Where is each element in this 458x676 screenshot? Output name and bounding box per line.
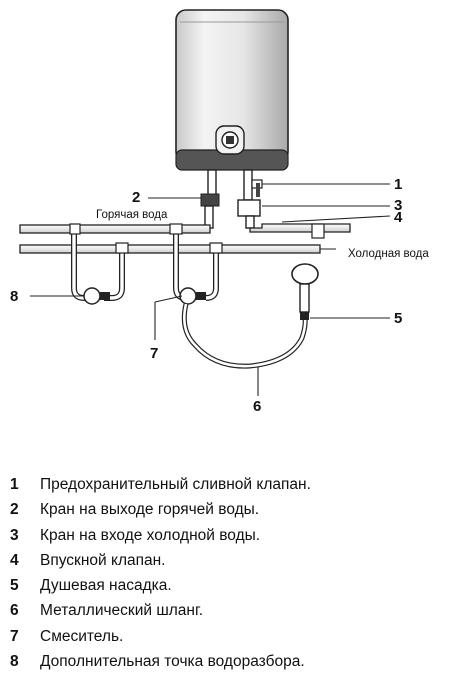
legend-number: 1 xyxy=(10,476,19,493)
callout-2: 2 xyxy=(132,189,140,206)
hot-water-caption: Горячая вода xyxy=(96,209,168,221)
additional-tap-assembly xyxy=(69,223,129,305)
legend-number: 2 xyxy=(10,501,19,519)
water-heater-diagram: Горячая вода Холодная вода 1 2 3 4 5 6 7… xyxy=(10,9,429,415)
legend-item: 3 Кран на входе холодной воды. xyxy=(10,523,450,548)
legend-text: Металлический шланг. xyxy=(40,602,204,620)
hot-water-pipe xyxy=(19,224,211,234)
legend-item: 5 Душевая насадка. xyxy=(10,573,450,598)
legend-number: 7 xyxy=(10,627,19,645)
legend-text: Кран на выходе горячей воды. xyxy=(40,501,260,519)
cold-water-inlet-assembly xyxy=(237,169,263,229)
water-heater-tank xyxy=(175,9,289,171)
legend-item: 6 Металлический шланг. xyxy=(10,598,450,623)
legend-item: 1 Предохранительный сливной клапан. xyxy=(10,472,450,497)
legend-text: Кран на входе холодной воды. xyxy=(40,526,261,544)
callout-7: 7 xyxy=(150,345,158,362)
legend-text: Дополнительная точка водоразбора. xyxy=(40,653,305,671)
callout-6: 6 xyxy=(253,398,261,415)
shower-head-icon xyxy=(291,263,319,320)
legend-item: 2 Кран на выходе горячей воды. xyxy=(10,497,450,522)
cold-water-caption: Холодная вода xyxy=(348,248,429,260)
legend-item: 8 Дополнительная точка водоразбора. xyxy=(10,649,450,674)
legend-item: 7 Смеситель. xyxy=(10,624,450,649)
legend-text: Душевая насадка. xyxy=(40,577,172,595)
callout-1: 1 xyxy=(394,176,402,193)
legend-text: Предохранительный сливной клапан. xyxy=(40,476,311,493)
legend-number: 5 xyxy=(10,577,19,595)
legend-text: Впускной клапан. xyxy=(40,551,166,569)
legend-number: 8 xyxy=(10,653,19,671)
callout-8: 8 xyxy=(10,288,18,305)
callout-4: 4 xyxy=(394,209,403,226)
leader-lines xyxy=(30,183,391,396)
metal-hose xyxy=(181,303,308,369)
cold-water-supply-line xyxy=(249,223,351,239)
legend-number: 3 xyxy=(10,526,19,544)
legend-number: 4 xyxy=(10,551,19,569)
legend-number: 6 xyxy=(10,602,19,620)
legend-item: 4 Впускной клапан. xyxy=(10,548,450,573)
hot-water-outlet-valve xyxy=(174,169,220,229)
cold-water-pipe xyxy=(19,244,336,254)
mixer-assembly xyxy=(169,223,223,305)
callout-5: 5 xyxy=(394,310,402,327)
callout-3: 3 xyxy=(394,197,402,214)
legend-text: Смеситель. xyxy=(40,627,124,645)
thermostat-dial-icon xyxy=(215,125,245,155)
